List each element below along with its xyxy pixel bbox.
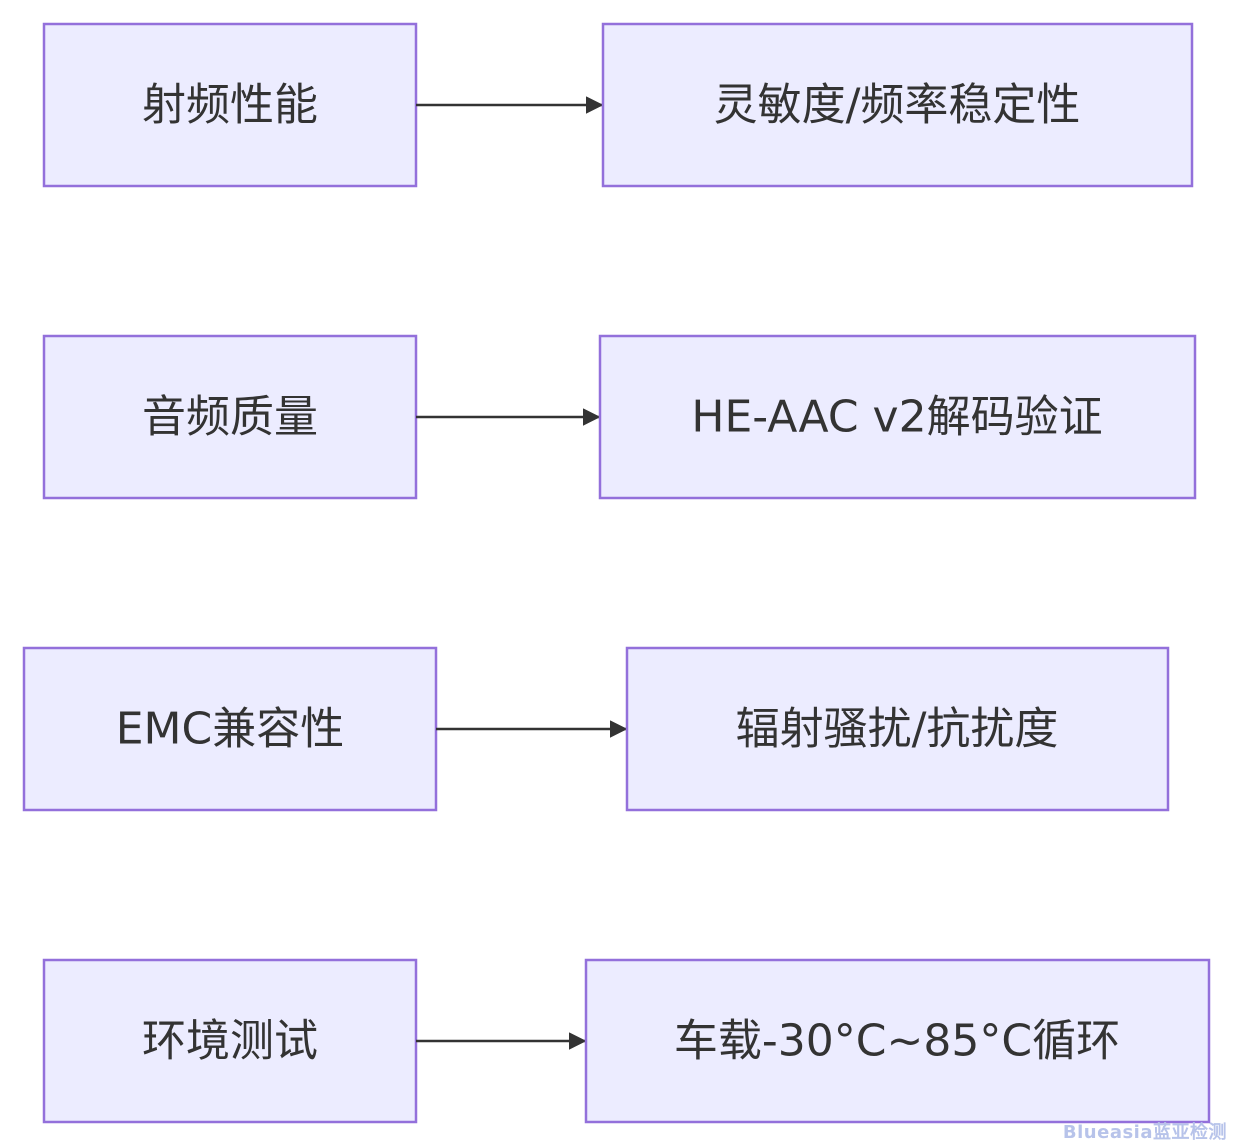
node-vehicle-thermal-cycle-label: 车载-30°C~85°C循环	[674, 1016, 1120, 1067]
node-sensitivity-frequency-stability: 灵敏度/频率稳定性	[601, 22, 1194, 188]
node-audio-quality: 音频质量	[42, 334, 418, 500]
node-radiated-emission-immunity-label: 辐射骚扰/抗扰度	[736, 704, 1059, 755]
node-rf-performance-label: 射频性能	[142, 80, 318, 131]
node-radiated-emission-immunity: 辐射骚扰/抗扰度	[625, 646, 1170, 812]
node-environmental-test-label: 环境测试	[142, 1016, 318, 1067]
node-audio-quality-label: 音频质量	[142, 392, 318, 443]
node-heaac-decode-verification-label: HE-AAC v2解码验证	[691, 392, 1102, 443]
node-emc-compatibility-label: EMC兼容性	[116, 704, 345, 755]
node-sensitivity-frequency-stability-label: 灵敏度/频率稳定性	[714, 80, 1081, 131]
node-vehicle-thermal-cycle: 车载-30°C~85°C循环	[584, 958, 1211, 1124]
node-emc-compatibility: EMC兼容性	[22, 646, 438, 812]
watermark-logo: Blueasia蓝亚检测	[1062, 1122, 1227, 1143]
node-heaac-decode-verification: HE-AAC v2解码验证	[598, 334, 1197, 500]
node-environmental-test: 环境测试	[42, 958, 418, 1124]
node-rf-performance: 射频性能	[42, 22, 418, 188]
